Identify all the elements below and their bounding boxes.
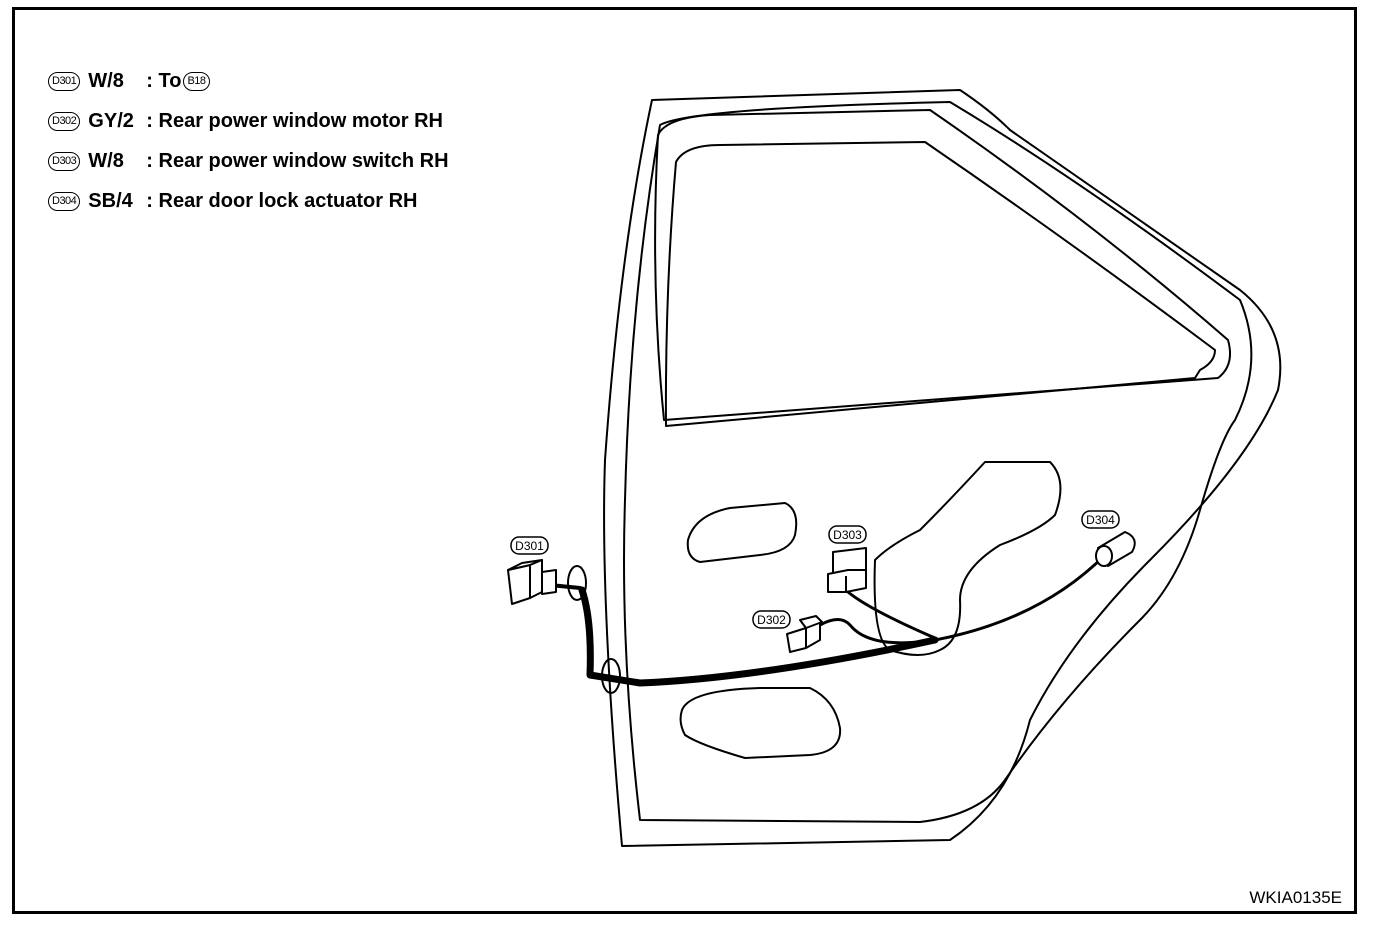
legend-description: : Rear power window motor RH — [146, 109, 443, 132]
wire-code: W/8 — [88, 69, 124, 92]
connector-badge: D302 — [48, 111, 81, 131]
harness-branch-d304 — [933, 553, 1107, 642]
diagram-frame — [12, 7, 1357, 914]
door-outer-outline — [603, 89, 1282, 847]
connector-badge: D303 — [48, 151, 81, 171]
connector-badge: D301 — [48, 71, 81, 91]
callout-d304: D304 — [1081, 510, 1120, 529]
legend-description: : Rear door lock actuator RH — [146, 189, 418, 212]
connector-d303-icon — [827, 547, 867, 593]
legend-description: : To — [146, 69, 182, 92]
body-grommet — [567, 565, 587, 601]
wire-code: SB/4 — [88, 189, 133, 212]
callout-label: D302 — [757, 613, 786, 627]
connector-d302-icon — [786, 615, 823, 653]
figure-id: WKIA0135E — [1249, 888, 1342, 907]
callout-label: D303 — [833, 528, 862, 542]
connector-d301-icon — [507, 559, 557, 605]
legend-row-d303: D303 W/8 : Rear power window switch RH — [48, 148, 449, 174]
legend-description: : Rear power window switch RH — [146, 149, 449, 172]
access-hole-upper-right — [873, 461, 1062, 656]
legend-row-d302: D302 GY/2 : Rear power window motor RH — [48, 108, 443, 134]
window-frame-outer — [654, 109, 1231, 421]
legend-row-d304: D304 SB/4 : Rear door lock actuator RH — [48, 188, 417, 214]
legend-row-d301: D301 W/8 : To B18 — [48, 68, 210, 94]
callout-d301: D301 — [510, 536, 549, 555]
window-glass-outline — [664, 141, 1216, 427]
callout-label: D301 — [515, 539, 544, 553]
callout-label: D304 — [1086, 513, 1115, 527]
access-hole-lower — [679, 687, 842, 759]
access-hole-upper-left — [686, 502, 798, 563]
callout-d302: D302 — [752, 610, 791, 629]
harness-branch-d302 — [818, 618, 937, 645]
harness-branch-d303 — [846, 590, 937, 640]
door-inner-panel — [623, 101, 1253, 823]
connector-badge: D304 — [48, 191, 81, 211]
wire-code: W/8 — [88, 149, 124, 172]
main-harness — [578, 586, 939, 687]
connector-ref-badge: B18 — [183, 71, 210, 91]
wire-code: GY/2 — [88, 109, 134, 132]
callout-d303: D303 — [828, 525, 867, 544]
connector-d304-icon — [1095, 531, 1136, 567]
